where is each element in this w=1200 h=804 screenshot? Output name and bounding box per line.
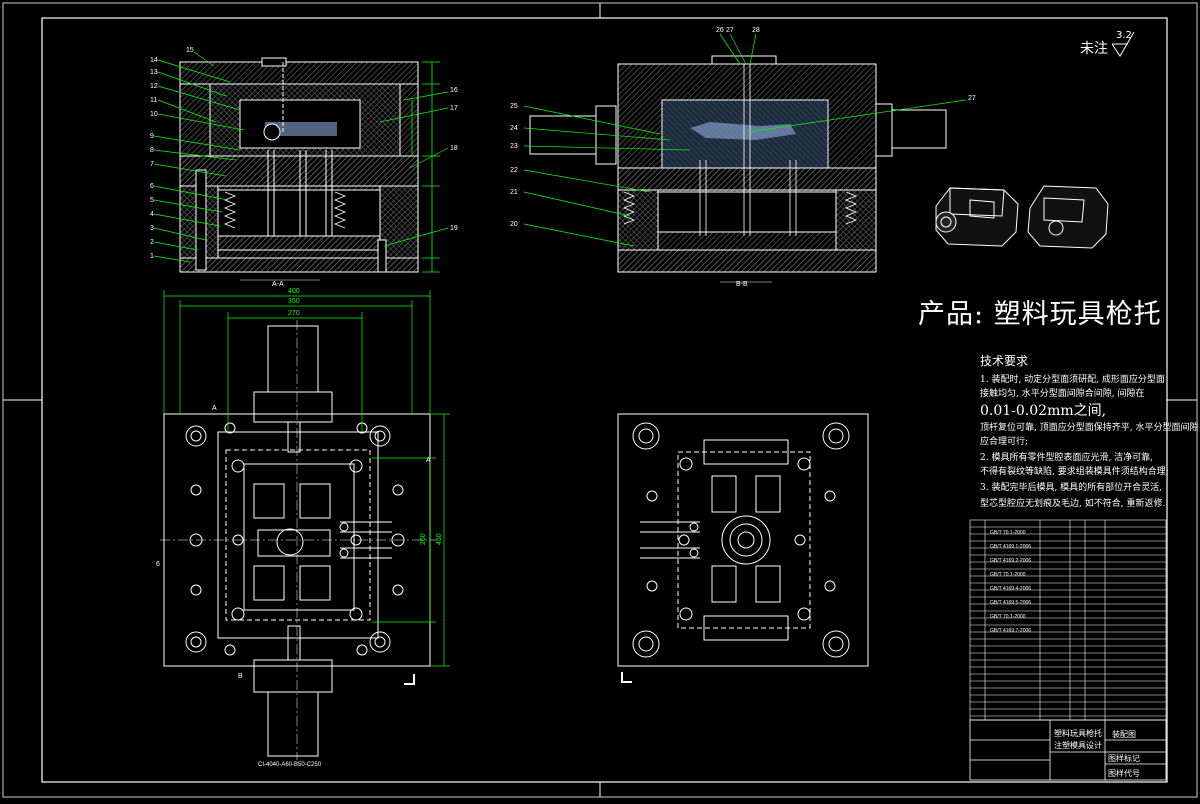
- part-number-label: 27: [726, 27, 734, 34]
- bom-standard-text: GB/T 4169.4-2006: [990, 586, 1031, 592]
- tech-req-line: 0.01-0.02mm之间,: [980, 403, 1107, 419]
- part-number-label: 17: [450, 105, 458, 112]
- part-number-label: 6: [150, 183, 154, 190]
- tech-req-line: 应合理可行;: [980, 437, 1029, 447]
- tech-req-line: 1. 装配时, 动定分型面须研配, 成形面应分型面: [980, 375, 1165, 385]
- part-number-label: 22: [510, 167, 518, 174]
- section-mark: B: [238, 673, 243, 680]
- part-number-label: 10: [150, 111, 158, 118]
- part-number-label: 5: [150, 197, 154, 204]
- title-block-scale: 图样标记: [1108, 754, 1140, 763]
- title-block-name2: 注塑模具设计: [1054, 741, 1102, 750]
- section-view-left: [153, 51, 449, 281]
- tech-req-line: 2. 模具所有零件型腔表面应光滑, 洁净可靠,: [980, 453, 1154, 463]
- dimension-text: 400: [288, 288, 300, 295]
- part-number-label: 11: [150, 97, 157, 104]
- product-title: 产品: 塑料玩具枪托: [918, 299, 1162, 330]
- plan-view-left: [160, 290, 450, 760]
- part-number-label: 15: [186, 47, 194, 54]
- part-number-label: 8: [150, 147, 154, 154]
- dimension-text: 350: [288, 298, 300, 305]
- tech-req-line: 3. 装配完毕后模具, 模具的所有部位开合灵活,: [980, 483, 1163, 493]
- dimension-text: 450: [436, 533, 443, 545]
- part-number-label: 16: [450, 87, 458, 94]
- bom-standard-text: GB/T 70.1-2000: [990, 614, 1026, 620]
- tech-req-heading: 技术要求: [980, 354, 1029, 368]
- roughness-symbol: [1111, 31, 1135, 57]
- part-number-label: 4: [150, 211, 154, 218]
- section-label: B-B: [736, 281, 748, 288]
- section-mark: A: [426, 457, 431, 464]
- tech-req-line: 型芯型腔应无划痕及毛边, 如不符合, 重新返修.: [980, 499, 1166, 509]
- part-number-label: 14: [150, 57, 158, 64]
- part-number-label: 23: [510, 143, 518, 150]
- part-number-label: 21: [510, 189, 518, 196]
- dimension-text: 270: [288, 310, 300, 317]
- tech-req-line: 接触均匀, 水平分型面间隙合间隙, 间隙在: [980, 389, 1145, 399]
- part-number-label: 7: [150, 161, 154, 168]
- dimension-text: 260: [420, 533, 427, 545]
- part-number-label: 25: [510, 103, 518, 110]
- title-block-name1: 塑料玩具枪托: [1054, 729, 1102, 738]
- bom-standard-text: GB/T 4169.1-2006: [990, 544, 1031, 550]
- section-mark: A: [212, 405, 217, 412]
- part-number-label: 3: [150, 225, 154, 232]
- part-number-label: 2: [150, 239, 154, 246]
- roughness-label: 未注: [1080, 41, 1108, 57]
- bom-table: [969, 519, 1167, 721]
- bom-standard-text: GB/T 4169.7-2006: [990, 628, 1031, 634]
- part-number-label: 26: [716, 27, 724, 34]
- tech-req-line: 顶杆复位可靠, 顶面应分型面保持齐平, 水平分型面间隙: [980, 423, 1199, 433]
- part-number-label: 18: [450, 145, 458, 152]
- part-number-label: 28: [752, 27, 760, 34]
- tech-req-line: 不得有裂纹等缺陷, 要求组装模具件须结构合理;: [980, 467, 1169, 477]
- product-3d-views: [935, 185, 1109, 249]
- roughness-value: 3.2: [1116, 30, 1132, 41]
- part-number-label: 24: [510, 125, 518, 132]
- plan-code-label: CI-4040-A60-B50-C250: [258, 762, 322, 768]
- title-block: [969, 719, 1167, 781]
- bom-standard-text: GB/T 4169.2-2006: [990, 558, 1031, 564]
- part-number-label: 13: [150, 69, 158, 76]
- part-number-label: 20: [510, 221, 518, 228]
- title-block-code: 图样代号: [1108, 769, 1140, 778]
- title-block-assembly: 装配图: [1112, 730, 1136, 739]
- part-number-label: 1: [150, 253, 154, 260]
- bom-standard-text: GB/T 4169.5-2006: [990, 600, 1031, 606]
- part-number-label: 9: [150, 133, 154, 140]
- plan-view-right: [617, 413, 869, 683]
- part-number-label: 12: [150, 83, 158, 90]
- bom-standard-text: GB/T 70.1-2000: [990, 530, 1026, 536]
- section-view-right: [523, 33, 967, 283]
- part-number-label: 27: [968, 95, 976, 102]
- section-label: A-A: [272, 281, 284, 288]
- part-number-label: 19: [450, 225, 458, 232]
- section-mark: 6: [156, 561, 160, 568]
- bom-standard-text: GB/T 70.1-2000: [990, 572, 1026, 578]
